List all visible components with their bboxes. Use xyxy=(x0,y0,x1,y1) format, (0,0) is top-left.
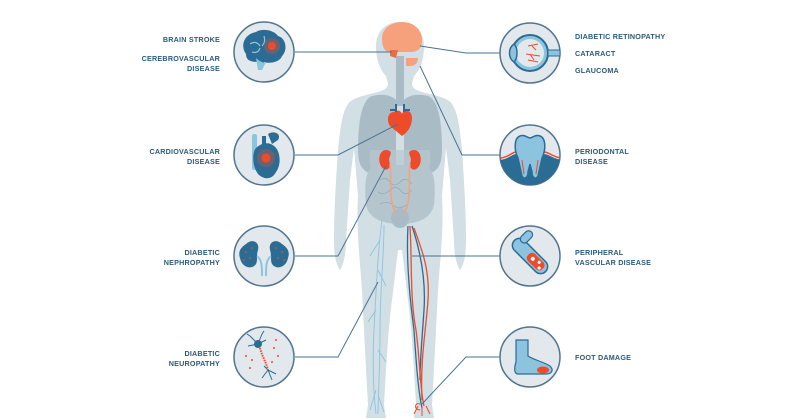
heart-organ xyxy=(387,110,412,136)
connector-tooth xyxy=(419,65,500,156)
label-diabetic-nephropathy: DIABETIC NEPHROPATHY xyxy=(163,248,220,267)
label-cardiovascular-disease: CARDIOVASCULAR DISEASE xyxy=(149,147,220,166)
label-diabetic-retinopathy: DIABETIC RETINOPATHY xyxy=(575,32,666,41)
label-peripheral-vascular-disease: PERIPHERAL VASCULAR DISEASE xyxy=(575,248,652,267)
brain-icon xyxy=(233,21,295,83)
label-periodontal-disease: PERIODONTAL DISEASE xyxy=(575,147,629,166)
label-cerebrovascular-disease: CEREBROVASCULAR DISEASE xyxy=(141,54,220,73)
mouth xyxy=(406,58,418,66)
foot-icon xyxy=(499,326,561,388)
label-brain-stroke: BRAIN STROKE xyxy=(162,35,220,44)
heart-icon xyxy=(233,124,295,186)
label-diabetic-neuropathy: DIABETIC NEUROPATHY xyxy=(168,349,220,368)
eye-icon xyxy=(499,22,561,84)
neuron-icon xyxy=(233,326,295,388)
right-kidney xyxy=(409,150,421,170)
label-cataract: CATARACT xyxy=(575,49,616,58)
trachea xyxy=(396,56,404,106)
intestines xyxy=(365,165,435,224)
connector-nerve xyxy=(295,281,379,358)
label-foot-damage: FOOT DAMAGE xyxy=(575,353,632,362)
vessels-right-leg xyxy=(406,225,431,416)
brain-organ xyxy=(382,22,422,52)
connector-lines xyxy=(295,45,500,405)
blood-vessel-icon xyxy=(499,225,561,287)
kidneys-icon xyxy=(233,225,295,287)
left-kidney xyxy=(379,150,391,170)
connector-foot xyxy=(421,356,500,405)
connector-kidney xyxy=(295,165,387,257)
nerves-left-leg xyxy=(367,219,387,415)
tooth-icon xyxy=(499,124,561,186)
label-glaucoma: GLAUCOMA xyxy=(575,66,619,75)
human-body-figure xyxy=(334,22,466,418)
connector-heart xyxy=(295,123,399,156)
connector-eye xyxy=(419,45,500,54)
